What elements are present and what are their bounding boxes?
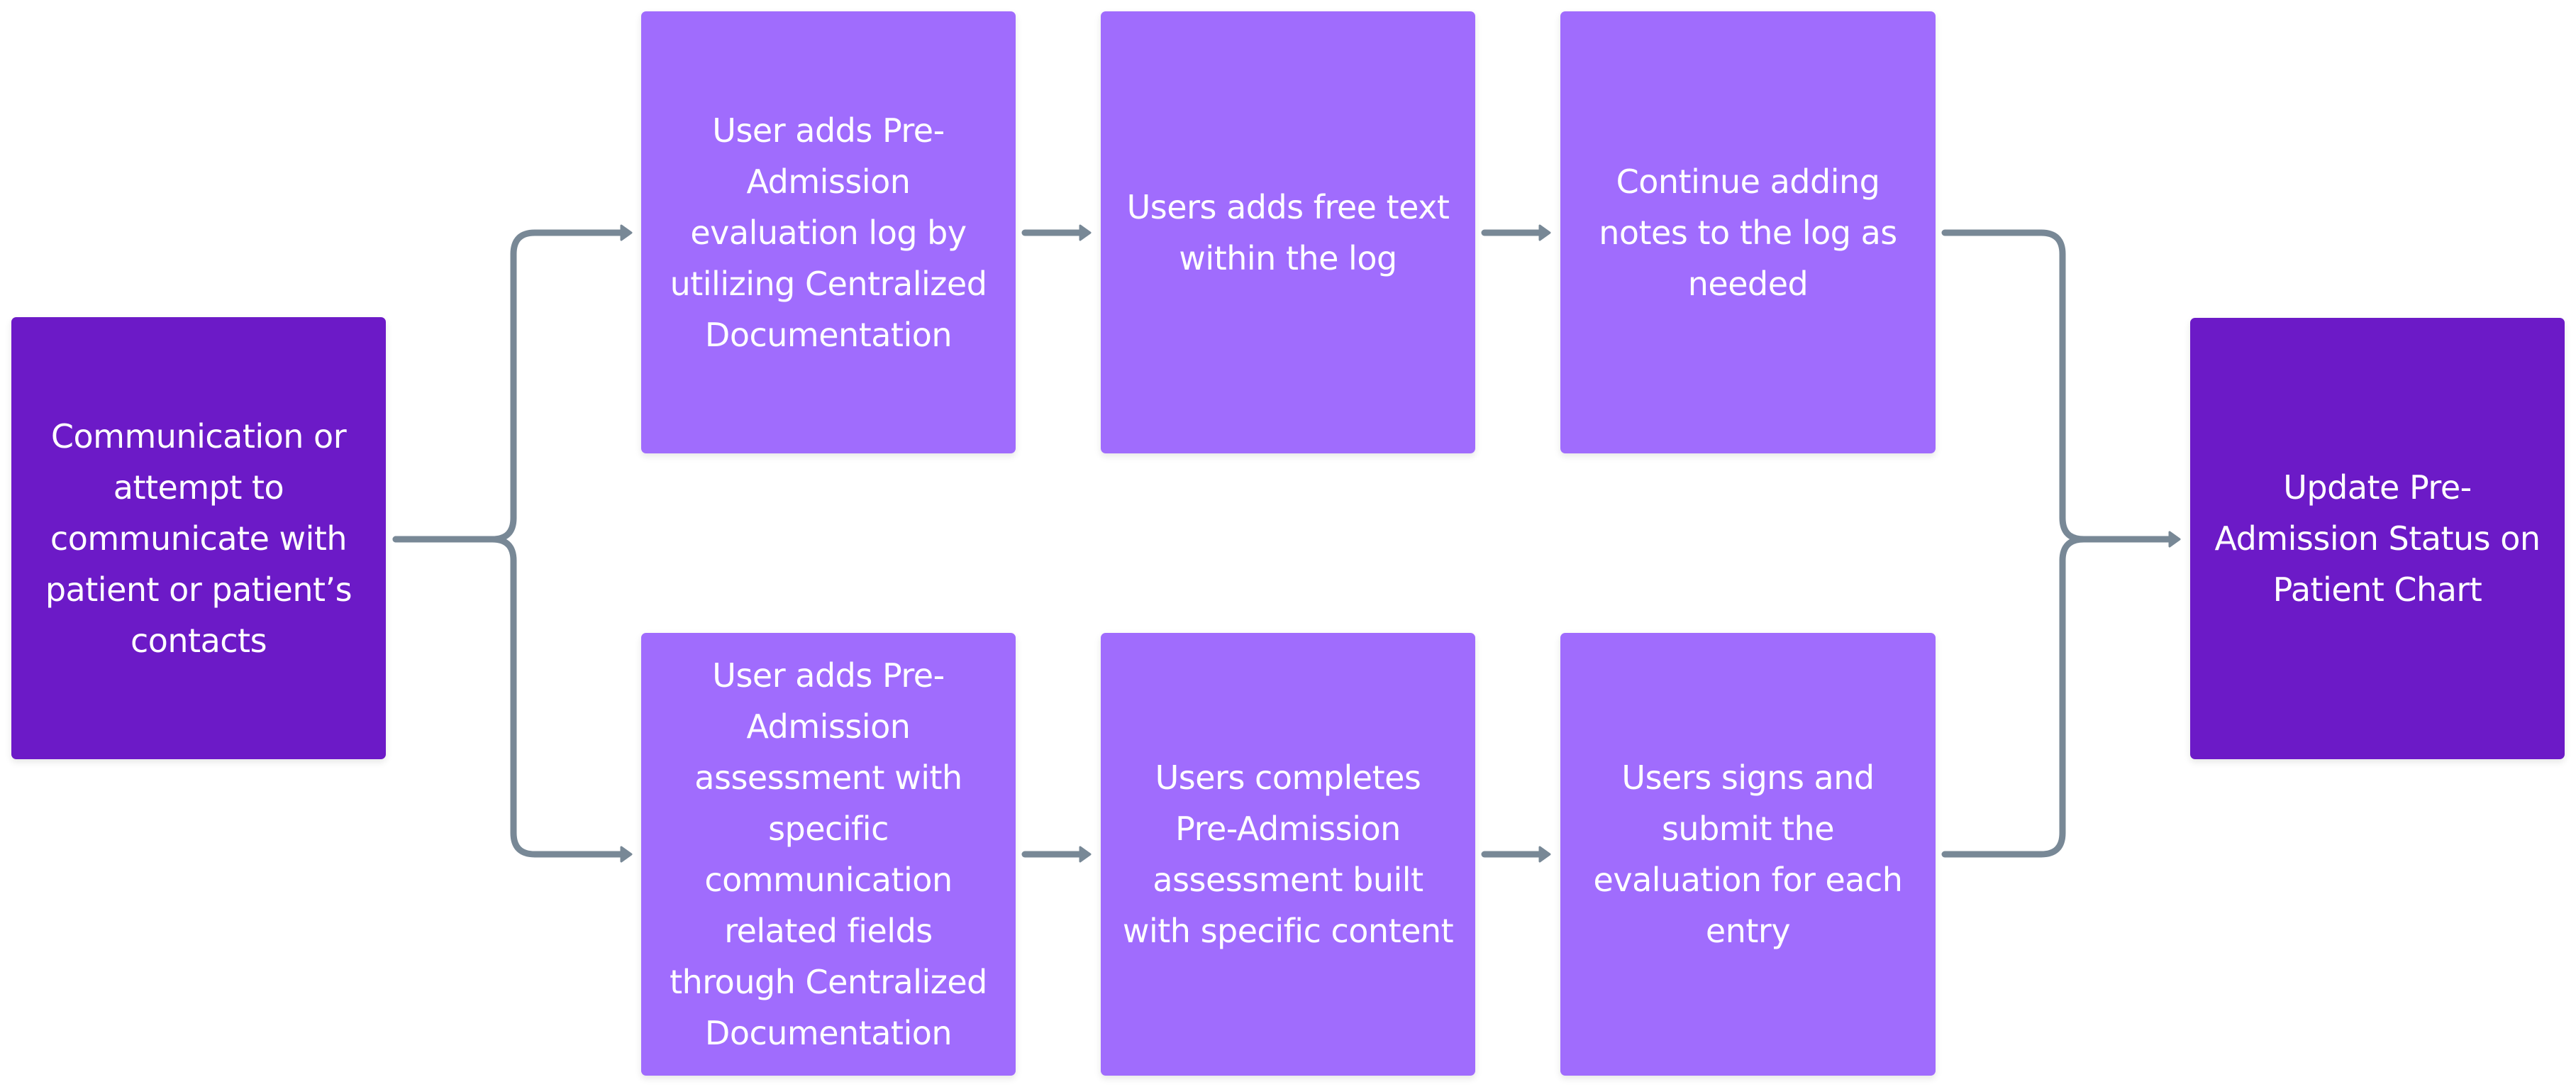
connector-top-3-to-end — [1941, 229, 2175, 543]
node-top-3[interactable]: Continue adding notes to the log as need… — [1560, 11, 1936, 453]
arrowhead-icon — [1079, 224, 1092, 241]
arrowhead-icon — [2168, 531, 2181, 548]
node-top-2[interactable]: Users adds free text within the log — [1101, 11, 1475, 453]
node-top-1-label: User adds Pre- Admission evaluation log … — [670, 111, 987, 354]
node-bottom-1-label: User adds Pre- Admission assessment with… — [670, 656, 987, 1052]
node-bottom-3[interactable]: Users signs and submit the evaluation fo… — [1560, 633, 1936, 1076]
node-start[interactable]: Communication or attempt to communicate … — [11, 317, 386, 759]
node-bottom-2-label: Users completes Pre-Admission assessment… — [1122, 758, 1454, 950]
node-top-2-label: Users adds free text within the log — [1126, 187, 1450, 277]
node-start-label: Communication or attempt to communicate … — [45, 416, 352, 660]
node-top-1[interactable]: User adds Pre- Admission evaluation log … — [641, 11, 1016, 453]
node-top-3-label: Continue adding notes to the log as need… — [1599, 162, 1897, 303]
node-end[interactable]: Update Pre- Admission Status on Patient … — [2190, 318, 2565, 759]
node-bottom-2[interactable]: Users completes Pre-Admission assessment… — [1101, 633, 1475, 1076]
connector-start-to-top-1 — [392, 229, 626, 543]
connector-bottom-3-to-end — [1941, 536, 2087, 858]
arrowhead-icon — [1079, 846, 1092, 863]
node-bottom-3-label: Users signs and submit the evaluation fo… — [1593, 758, 1903, 950]
connector-start-to-bottom-1 — [392, 536, 626, 858]
arrowhead-icon — [1538, 846, 1551, 863]
arrowhead-icon — [620, 224, 633, 241]
arrowhead-icon — [1538, 224, 1551, 241]
arrowhead-icon — [620, 846, 633, 863]
node-end-label: Update Pre- Admission Status on Patient … — [2214, 468, 2541, 609]
node-bottom-1[interactable]: User adds Pre- Admission assessment with… — [641, 633, 1016, 1076]
